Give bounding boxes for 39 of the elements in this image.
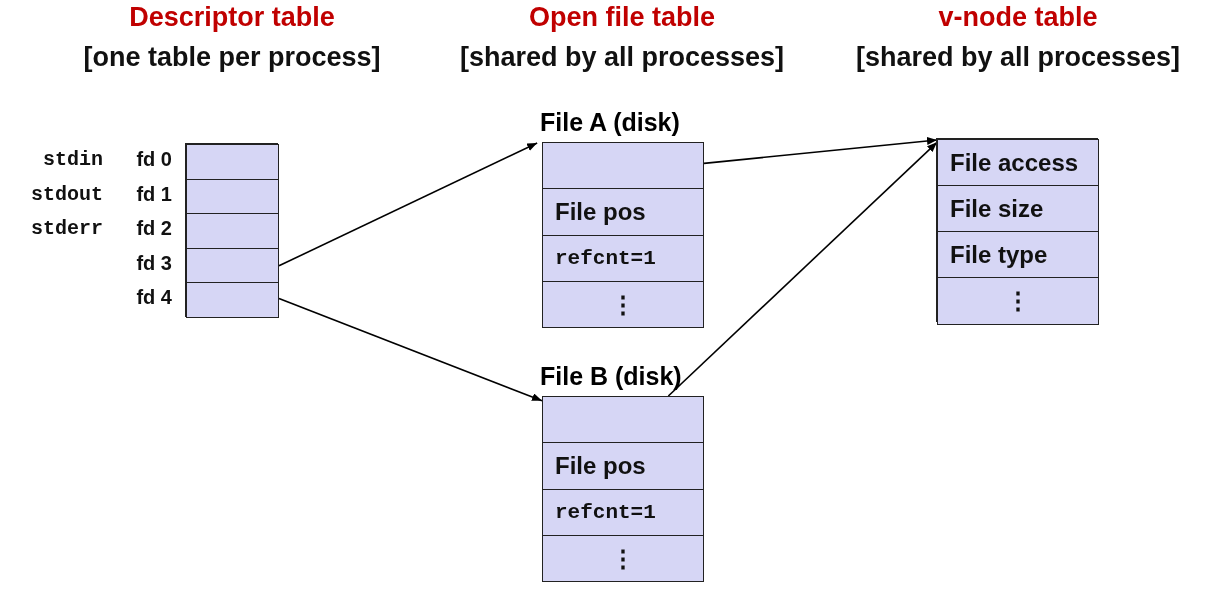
pointer-cell <box>186 247 279 284</box>
table-frame <box>936 138 1098 322</box>
pointer-cell <box>186 213 279 250</box>
stream-name: stdout <box>31 182 103 206</box>
fd-label: fd 3 <box>136 251 172 275</box>
table-heading: File B (disk) <box>540 362 682 391</box>
column-subtitle: [shared by all processes] <box>855 42 1181 73</box>
pointer-cell <box>542 142 704 190</box>
fd-label: fd 4 <box>136 286 172 310</box>
table-row: File type <box>937 231 1099 279</box>
table-row: File size <box>937 185 1099 233</box>
arrow <box>278 297 543 402</box>
table-row: ⋮ <box>542 280 704 329</box>
stream-name: stderr <box>31 217 103 241</box>
column-title: Open file table <box>529 2 715 33</box>
fd-label: fd 0 <box>136 148 172 171</box>
table-row: refcnt=1 <box>542 488 704 537</box>
column-title: Descriptor table <box>129 2 335 33</box>
pointer-cell <box>186 178 279 215</box>
table-row: refcnt=1 <box>542 234 704 283</box>
table-row: File pos <box>542 442 704 490</box>
arrow <box>667 141 938 397</box>
column-title: v-node table <box>938 2 1098 33</box>
table-row: ⋮ <box>937 277 1099 325</box>
table-row: File access <box>937 139 1099 187</box>
table-heading: File A (disk) <box>540 108 680 137</box>
table-row: File pos <box>542 188 704 236</box>
pointer-cell <box>542 396 704 444</box>
table-frame <box>185 143 278 317</box>
arrow <box>703 136 938 165</box>
column-subtitle: [one table per process] <box>83 42 381 73</box>
stream-name: stdin <box>43 148 103 171</box>
column-subtitle: [shared by all processes] <box>459 42 785 73</box>
fd-label: fd 2 <box>136 217 172 241</box>
pointer-cell <box>186 282 279 319</box>
fd-label: fd 1 <box>136 182 172 206</box>
table-row: ⋮ <box>542 534 704 583</box>
arrow <box>278 142 538 267</box>
pointer-cell <box>186 144 279 180</box>
